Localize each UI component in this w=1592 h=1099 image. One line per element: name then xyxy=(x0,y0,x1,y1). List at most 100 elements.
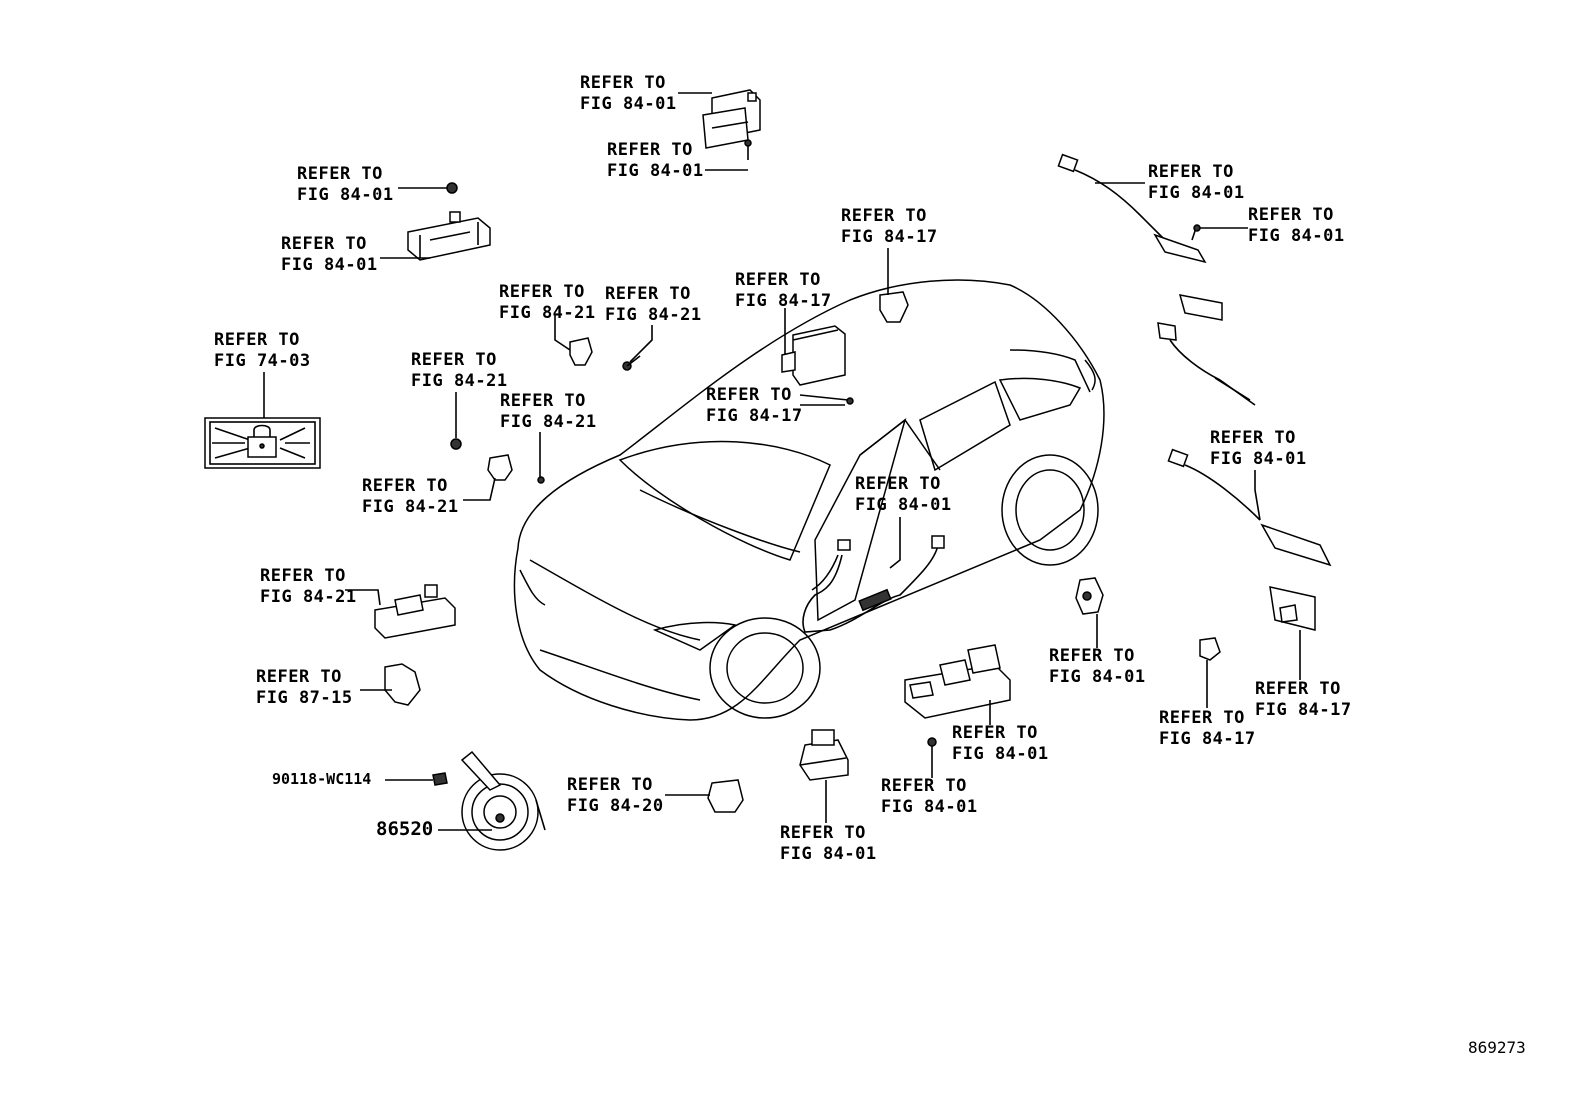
ref-label-line2: FIG 84-01 xyxy=(580,94,677,114)
ref-label-line1: REFER TO xyxy=(881,776,967,796)
ref-label-line2: FIG 84-01 xyxy=(607,161,704,181)
ref-label-line2: FIG 84-01 xyxy=(881,797,978,817)
horn-part-number: 86520 xyxy=(376,818,434,840)
bolt-part-number: 90118-WC114 xyxy=(272,770,372,788)
ref-label-line2: FIG 84-17 xyxy=(841,227,938,247)
leader-lines xyxy=(263,92,1301,831)
sensor-part xyxy=(569,337,641,371)
ref-label-line1: REFER TO xyxy=(256,667,342,687)
ref-label-line2: FIG 84-01 xyxy=(281,255,378,275)
ref-label-line2: FIG 84-21 xyxy=(499,303,596,323)
ref-label-line2: FIG 84-21 xyxy=(411,371,508,391)
connector-sensor-part xyxy=(487,454,513,481)
ref-label-line2: FIG 84-01 xyxy=(1248,226,1345,246)
ref-label-line1: REFER TO xyxy=(260,566,346,586)
ref-label-line1: REFER TO xyxy=(297,164,383,184)
ref-label-line1: REFER TO xyxy=(1148,162,1234,182)
ref-label-line2: FIG 84-01 xyxy=(1049,667,1146,687)
door-switch-part xyxy=(1075,577,1104,615)
sensor-87-15-part xyxy=(384,663,421,706)
clip-84-17-part xyxy=(1199,637,1221,661)
relay-top-part xyxy=(702,89,761,160)
horn-part xyxy=(460,750,546,851)
ref-label-line1: REFER TO xyxy=(1049,646,1135,666)
ref-label-line1: REFER TO xyxy=(841,206,927,226)
door-wire-harness xyxy=(802,535,945,633)
ref-label-line2: FIG 84-21 xyxy=(260,587,357,607)
ref-label-line2: FIG 84-17 xyxy=(735,291,832,311)
ref-label-line1: REFER TO xyxy=(499,282,585,302)
ref-label-line2: FIG 84-01 xyxy=(855,495,952,515)
ref-label-line2: FIG 84-01 xyxy=(297,185,394,205)
ref-label-line1: REFER TO xyxy=(580,73,666,93)
mirror-switch-part xyxy=(799,729,849,781)
ref-label-line1: REFER TO xyxy=(1210,428,1296,448)
ref-label-line2: FIG 84-01 xyxy=(1148,183,1245,203)
ref-label-line1: REFER TO xyxy=(1255,679,1341,699)
module-84-17-part xyxy=(781,325,854,405)
ref-label-line1: REFER TO xyxy=(780,823,866,843)
ref-label-line1: REFER TO xyxy=(567,775,653,795)
ref-label-line1: REFER TO xyxy=(281,234,367,254)
lock-indicator-part xyxy=(204,417,321,469)
window-switch-part xyxy=(904,644,1011,747)
ref-label-line1: REFER TO xyxy=(362,476,448,496)
roof-sensor-part xyxy=(879,291,909,323)
ref-label-line2: FIG 84-21 xyxy=(362,497,459,517)
ref-label-line1: REFER TO xyxy=(735,270,821,290)
ref-label-line2: FIG 84-01 xyxy=(952,744,1049,764)
sensor-84-20-part xyxy=(707,779,744,813)
antenna-wire-upper-part xyxy=(1057,153,1207,264)
ref-label-line2: FIG 74-03 xyxy=(214,351,311,371)
ref-label-line1: REFER TO xyxy=(607,140,693,160)
ref-label-line2: FIG 84-21 xyxy=(605,305,702,325)
ref-label-line2: FIG 84-01 xyxy=(780,844,877,864)
ref-label-line1: REFER TO xyxy=(214,330,300,350)
ref-label-line2: FIG 84-17 xyxy=(1255,700,1352,720)
nut-part xyxy=(446,182,458,194)
rear-sensor-part xyxy=(1269,586,1316,631)
ref-label-line1: REFER TO xyxy=(411,350,497,370)
car-body xyxy=(513,279,1105,721)
ref-label-line1: REFER TO xyxy=(952,723,1038,743)
clip-part xyxy=(450,438,545,484)
crash-sensor-part xyxy=(374,584,456,639)
control-module-part xyxy=(407,211,491,261)
ref-label-line2: FIG 84-17 xyxy=(1159,729,1256,749)
ref-label-line2: FIG 84-21 xyxy=(500,412,597,432)
ref-label-line2: FIG 87-15 xyxy=(256,688,353,708)
illustration-id: 869273 xyxy=(1468,1038,1526,1057)
ref-label-line2: FIG 84-17 xyxy=(706,406,803,426)
ref-label-line1: REFER TO xyxy=(855,474,941,494)
ref-label-line2: FIG 84-01 xyxy=(1210,449,1307,469)
ref-label-line1: REFER TO xyxy=(706,385,792,405)
ref-label-line2: FIG 84-20 xyxy=(567,796,664,816)
ref-label-line1: REFER TO xyxy=(500,391,586,411)
